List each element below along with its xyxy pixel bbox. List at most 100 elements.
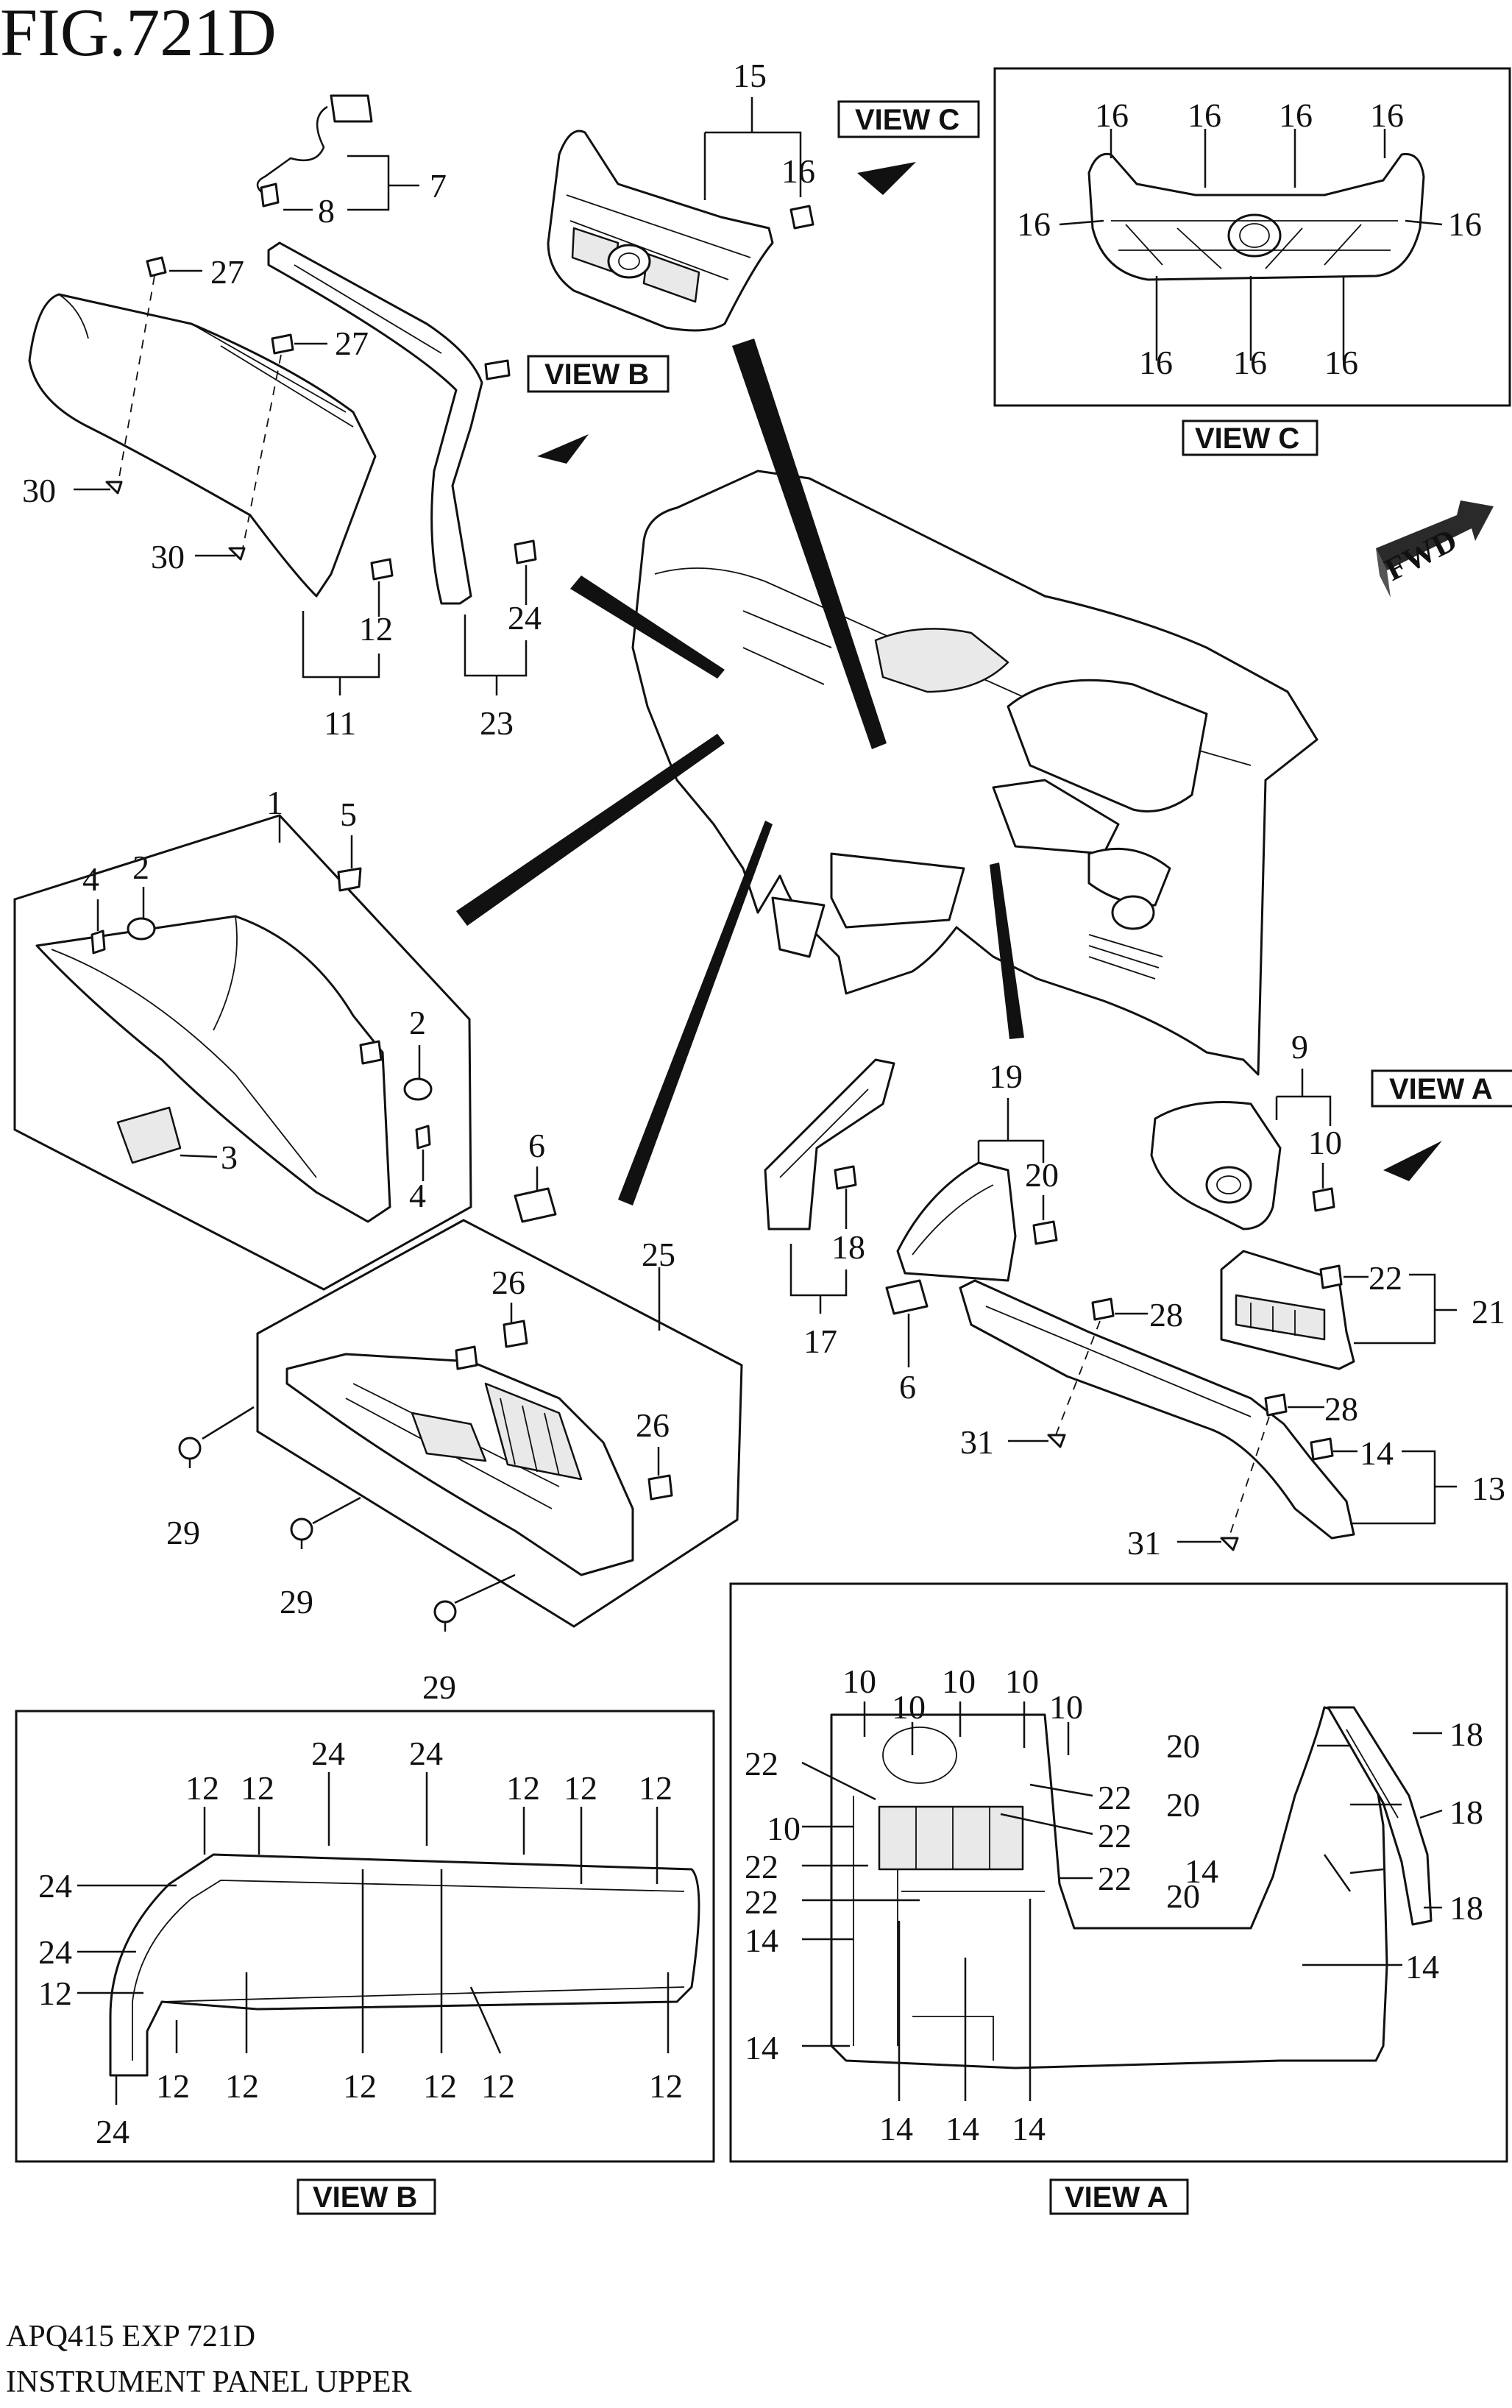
figure-title: FIG.721D — [0, 0, 277, 70]
callout-28: 28 — [1324, 1390, 1358, 1428]
callout-12: 12 — [343, 2067, 377, 2105]
part-5-bulb — [337, 867, 362, 892]
callout-14: 14 — [1012, 2110, 1046, 2147]
callout-22: 22 — [1098, 1860, 1132, 1897]
part-7-harness — [256, 94, 373, 208]
view-a-pointer: VIEW A — [1371, 1069, 1512, 1181]
callout-22: 22 — [1098, 1779, 1132, 1816]
callout-4: 4 — [82, 860, 99, 898]
figure-code: APQ415 EXP 721D — [6, 2320, 255, 2354]
callout-16: 16 — [1324, 344, 1358, 381]
leaders-27-30 — [74, 269, 327, 557]
bracket-19 — [977, 1139, 1045, 1163]
callout-2: 2 — [409, 1004, 426, 1041]
view-c-detail — [1087, 152, 1425, 281]
callout-9: 9 — [1291, 1028, 1308, 1066]
callout-16: 16 — [781, 152, 815, 190]
callout-25: 25 — [642, 1236, 675, 1273]
callout-20: 20 — [1166, 1727, 1200, 1765]
callout-28: 28 — [1149, 1296, 1183, 1334]
bracket-15 — [703, 131, 802, 200]
part-24-clip — [514, 539, 537, 564]
fwd-arrow-icon: FWD — [1376, 500, 1494, 598]
part-11-glove-panel — [28, 293, 377, 598]
callout-16: 16 — [1139, 344, 1173, 381]
callout-6: 6 — [528, 1127, 545, 1164]
callout-31: 31 — [960, 1423, 994, 1461]
callout-12: 12 — [649, 2067, 683, 2105]
grommet-29 — [290, 1518, 313, 1549]
instrument-panel-main — [631, 470, 1318, 1076]
callout-16: 16 — [1233, 344, 1267, 381]
callout-24: 24 — [508, 599, 542, 637]
part-25-duct — [285, 1345, 634, 1576]
part-14-clip — [1310, 1437, 1334, 1461]
part-6-switch — [514, 1187, 557, 1223]
callout-12: 12 — [639, 1769, 672, 1807]
grommet-29 — [433, 1600, 457, 1632]
svg-text:VIEW B: VIEW B — [313, 2181, 417, 2214]
part-20-clip — [1032, 1220, 1058, 1245]
view-b-callouts: 24 24 12 12 12 12 12 24 24 12 12 12 12 1… — [38, 1735, 683, 2150]
callout-12: 12 — [156, 2067, 190, 2105]
callout-22: 22 — [1098, 1817, 1132, 1855]
part-26-plug — [503, 1320, 528, 1348]
bracket-11 — [302, 611, 380, 695]
bracket-23 — [464, 615, 528, 695]
part-4-stopper — [415, 1125, 431, 1150]
grommet-29 — [178, 1437, 202, 1468]
callout-21: 21 — [1472, 1293, 1505, 1331]
callout-10: 10 — [1308, 1124, 1342, 1161]
view-a-label-box: VIEW A — [1049, 2178, 1189, 2215]
callout-12: 12 — [185, 1769, 219, 1807]
part-18-clip — [834, 1165, 857, 1190]
screw-30 — [105, 481, 123, 495]
svg-text:VIEW A: VIEW A — [1389, 1073, 1493, 1105]
callout-29: 29 — [422, 1668, 456, 1706]
view-b-leaders — [77, 1772, 670, 2105]
callout-22: 22 — [1369, 1259, 1402, 1297]
dashed-leaders-31 — [1055, 1320, 1270, 1539]
part-23-trim — [267, 241, 511, 605]
part-9-cover — [1150, 1101, 1282, 1230]
leaders-31 — [1008, 1440, 1221, 1543]
callout-27: 27 — [335, 325, 369, 362]
callout-8: 8 — [318, 192, 335, 230]
callout-29: 29 — [280, 1583, 313, 1621]
view-c-pointer: VIEW C — [837, 100, 980, 195]
callout-1: 1 — [266, 784, 283, 821]
leader-3 — [180, 1154, 218, 1158]
callout-16: 16 — [1017, 205, 1051, 243]
callout-14: 14 — [879, 2110, 913, 2147]
callout-10: 10 — [767, 1810, 801, 1847]
part-19-trim — [896, 1161, 1017, 1282]
callout-10: 10 — [942, 1662, 976, 1700]
callout-20: 20 — [1166, 1877, 1200, 1915]
part-12-clip — [370, 558, 394, 581]
callout-14: 14 — [1360, 1434, 1394, 1472]
callout-20: 20 — [1025, 1156, 1059, 1194]
callout-22: 22 — [745, 1745, 778, 1782]
part-4-stopper — [90, 929, 106, 955]
callout-19: 19 — [989, 1058, 1023, 1095]
callout-26: 26 — [491, 1264, 525, 1301]
callout-18: 18 — [1449, 1793, 1483, 1831]
bracket-13 — [1350, 1450, 1457, 1525]
callout-16: 16 — [1448, 205, 1482, 243]
view-a-leaders — [801, 1701, 1443, 2101]
part-26-plug — [647, 1474, 673, 1501]
part-10-clip — [1312, 1187, 1335, 1212]
bracket-21 — [1354, 1273, 1457, 1345]
part-17-trim — [764, 1058, 895, 1230]
callout-30: 30 — [22, 472, 56, 509]
callout-29: 29 — [166, 1514, 200, 1551]
callout-12: 12 — [506, 1769, 540, 1807]
part-22-clip — [1319, 1264, 1343, 1289]
part-28-clip — [1091, 1297, 1115, 1321]
view-b-pointer: VIEW B — [527, 355, 670, 464]
callout-14: 14 — [1185, 1852, 1218, 1890]
callout-11: 11 — [324, 704, 356, 742]
callout-16: 16 — [1279, 96, 1313, 134]
callout-12: 12 — [564, 1769, 597, 1807]
callout-22: 22 — [745, 1883, 778, 1921]
